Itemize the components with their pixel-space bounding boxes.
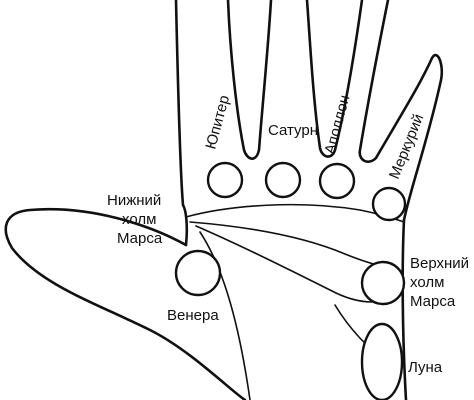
life-line	[199, 231, 251, 400]
head-line-upper	[189, 221, 383, 267]
mount-mercury	[371, 186, 407, 222]
label-jupiter: Юпитер	[202, 93, 233, 151]
label-mercury: Меркурий	[386, 112, 427, 182]
label-lower-mars-line2: холм	[122, 211, 156, 228]
head-line-lower	[195, 225, 373, 303]
label-upper-mars-line3: Марса	[410, 293, 456, 310]
mount-moon	[360, 322, 404, 400]
label-upper-mars-line2: холм	[410, 274, 444, 291]
thumb-outline	[4, 207, 247, 400]
label-lower-mars-line3: Марса	[117, 230, 163, 247]
ring-little-gap	[358, 0, 444, 222]
mount-venus	[174, 249, 222, 297]
hand-outline	[4, 0, 444, 400]
label-lower-mars-line1: Нижний	[107, 192, 161, 209]
palm-left-edge	[181, 203, 189, 247]
mounts	[174, 161, 407, 400]
label-saturn: Сатурн	[268, 122, 318, 139]
mount-upper-mars	[360, 260, 406, 306]
label-upper-mars-line1: Верхний	[410, 255, 469, 272]
mount-jupiter	[206, 161, 244, 199]
mount-apollo	[318, 162, 356, 200]
palm-right-edge	[401, 218, 408, 400]
middle-ring-gap	[305, 0, 364, 158]
index-finger-inner	[226, 0, 273, 160]
index-finger-outline	[174, 0, 185, 207]
label-apollo: Аполлон	[321, 93, 353, 156]
label-moon: Луна	[408, 359, 443, 376]
label-venus: Венера	[167, 307, 219, 324]
heart-line	[185, 203, 405, 223]
labels: Юпитер Сатурн Аполлон Меркурий Нижний хо…	[107, 93, 469, 376]
mount-saturn	[264, 161, 302, 199]
